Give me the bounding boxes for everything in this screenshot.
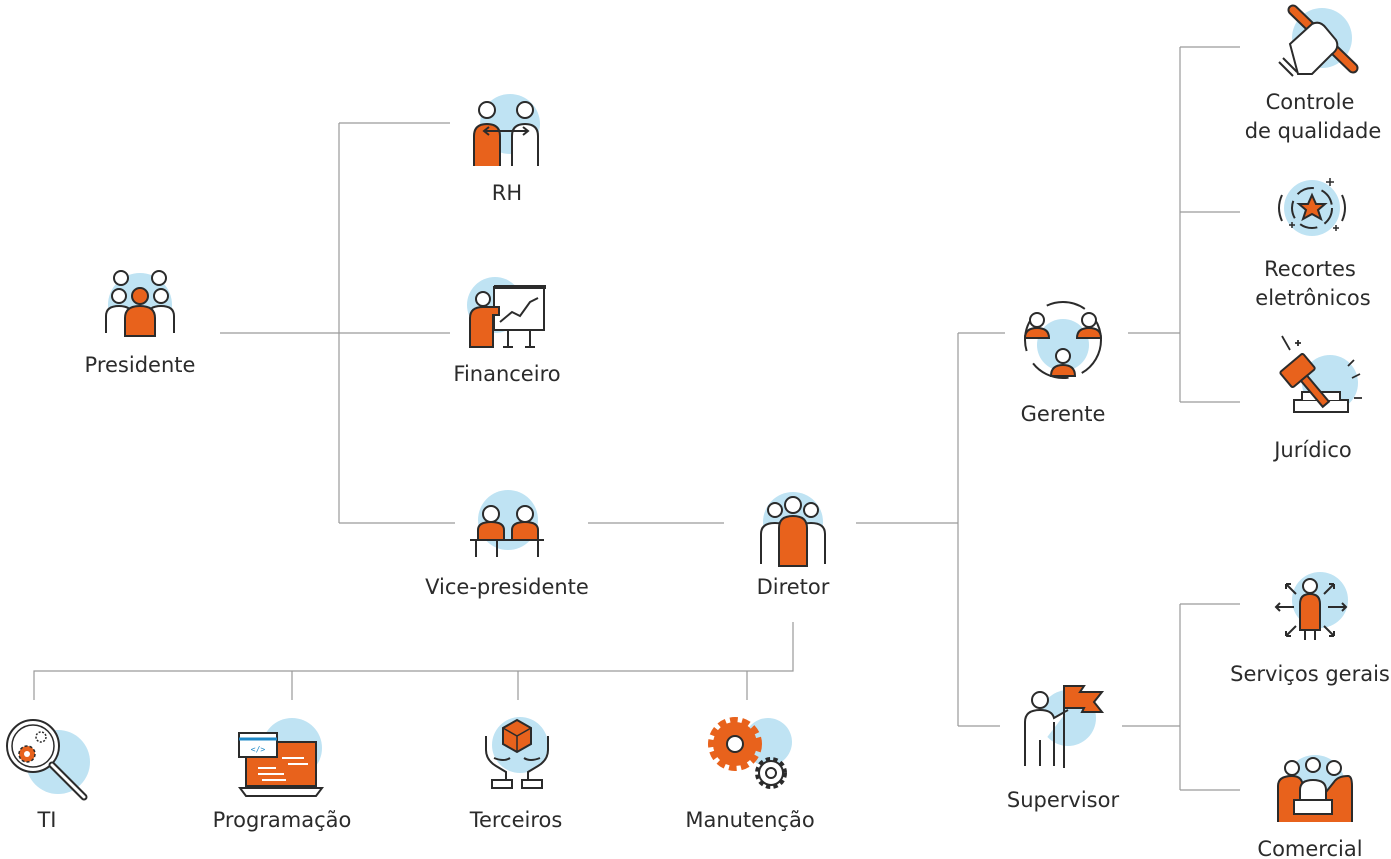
two-people-exchange-icon — [473, 94, 540, 166]
presentation-chart-icon — [467, 277, 546, 348]
node-label: Vice-presidente — [425, 575, 589, 599]
node-label: Diretor — [757, 575, 830, 599]
node-presidente: Presidente — [85, 270, 196, 377]
two-people-desk-icon — [470, 490, 544, 557]
hands-box-icon — [485, 717, 549, 789]
node-label: Jurídico — [1272, 438, 1352, 462]
node-label: Financeiro — [453, 362, 560, 386]
node-programacao: </> Programação — [213, 718, 352, 832]
gears-icon — [708, 717, 792, 789]
laptop-code-icon: </> — [238, 718, 324, 797]
node-label: Presidente — [85, 353, 196, 377]
node-label: Comercial — [1257, 837, 1362, 859]
magnifier-gear-icon — [6, 719, 90, 801]
node-label: Manutenção — [685, 808, 814, 832]
hand-pencil-icon — [1278, 4, 1359, 77]
connectors — [33, 46, 1240, 791]
node-label-line-2: de qualidade — [1245, 119, 1382, 143]
node-label: TI — [36, 808, 56, 832]
node-label: Programação — [213, 808, 352, 832]
node-label-line-1: Recortes — [1264, 257, 1356, 281]
node-servicos-gerais: Serviços gerais — [1230, 572, 1390, 686]
node-terceiros: Terceiros — [469, 717, 563, 832]
gavel-icon — [1279, 335, 1362, 413]
team-cycle-icon — [1023, 301, 1103, 379]
node-juridico: Jurídico — [1272, 335, 1362, 462]
node-label: RH — [492, 181, 522, 205]
node-label-line-1: Controle — [1266, 90, 1355, 114]
group-leader-icon — [760, 492, 826, 567]
node-manutencao: Manutenção — [685, 717, 815, 832]
node-comercial: Comercial — [1257, 755, 1363, 859]
node-label: Serviços gerais — [1230, 662, 1390, 686]
person-flag-icon — [1024, 685, 1105, 768]
code-tag-glyph: </> — [251, 745, 266, 754]
node-recortes-eletronicos: Recortes eletrônicos — [1255, 178, 1371, 310]
person-arrows-icon — [1274, 572, 1348, 640]
node-label: Gerente — [1021, 402, 1106, 426]
node-supervisor: Supervisor — [1007, 685, 1120, 812]
node-label-line-2: eletrônicos — [1255, 286, 1370, 310]
node-ti: TI — [6, 719, 90, 832]
node-rh: RH — [473, 94, 540, 205]
node-vice-presidente: Vice-presidente — [425, 490, 589, 599]
node-diretor: Diretor — [757, 492, 830, 599]
meeting-table-icon — [1277, 755, 1353, 822]
node-controle-de-qualidade: Controle de qualidade — [1245, 4, 1382, 143]
node-financeiro: Financeiro — [453, 277, 561, 386]
group-three-people-icon — [105, 270, 175, 337]
node-label: Terceiros — [469, 808, 563, 832]
star-badge-icon — [1278, 178, 1346, 236]
node-label: Supervisor — [1007, 788, 1120, 812]
node-gerente: Gerente — [1021, 301, 1106, 426]
